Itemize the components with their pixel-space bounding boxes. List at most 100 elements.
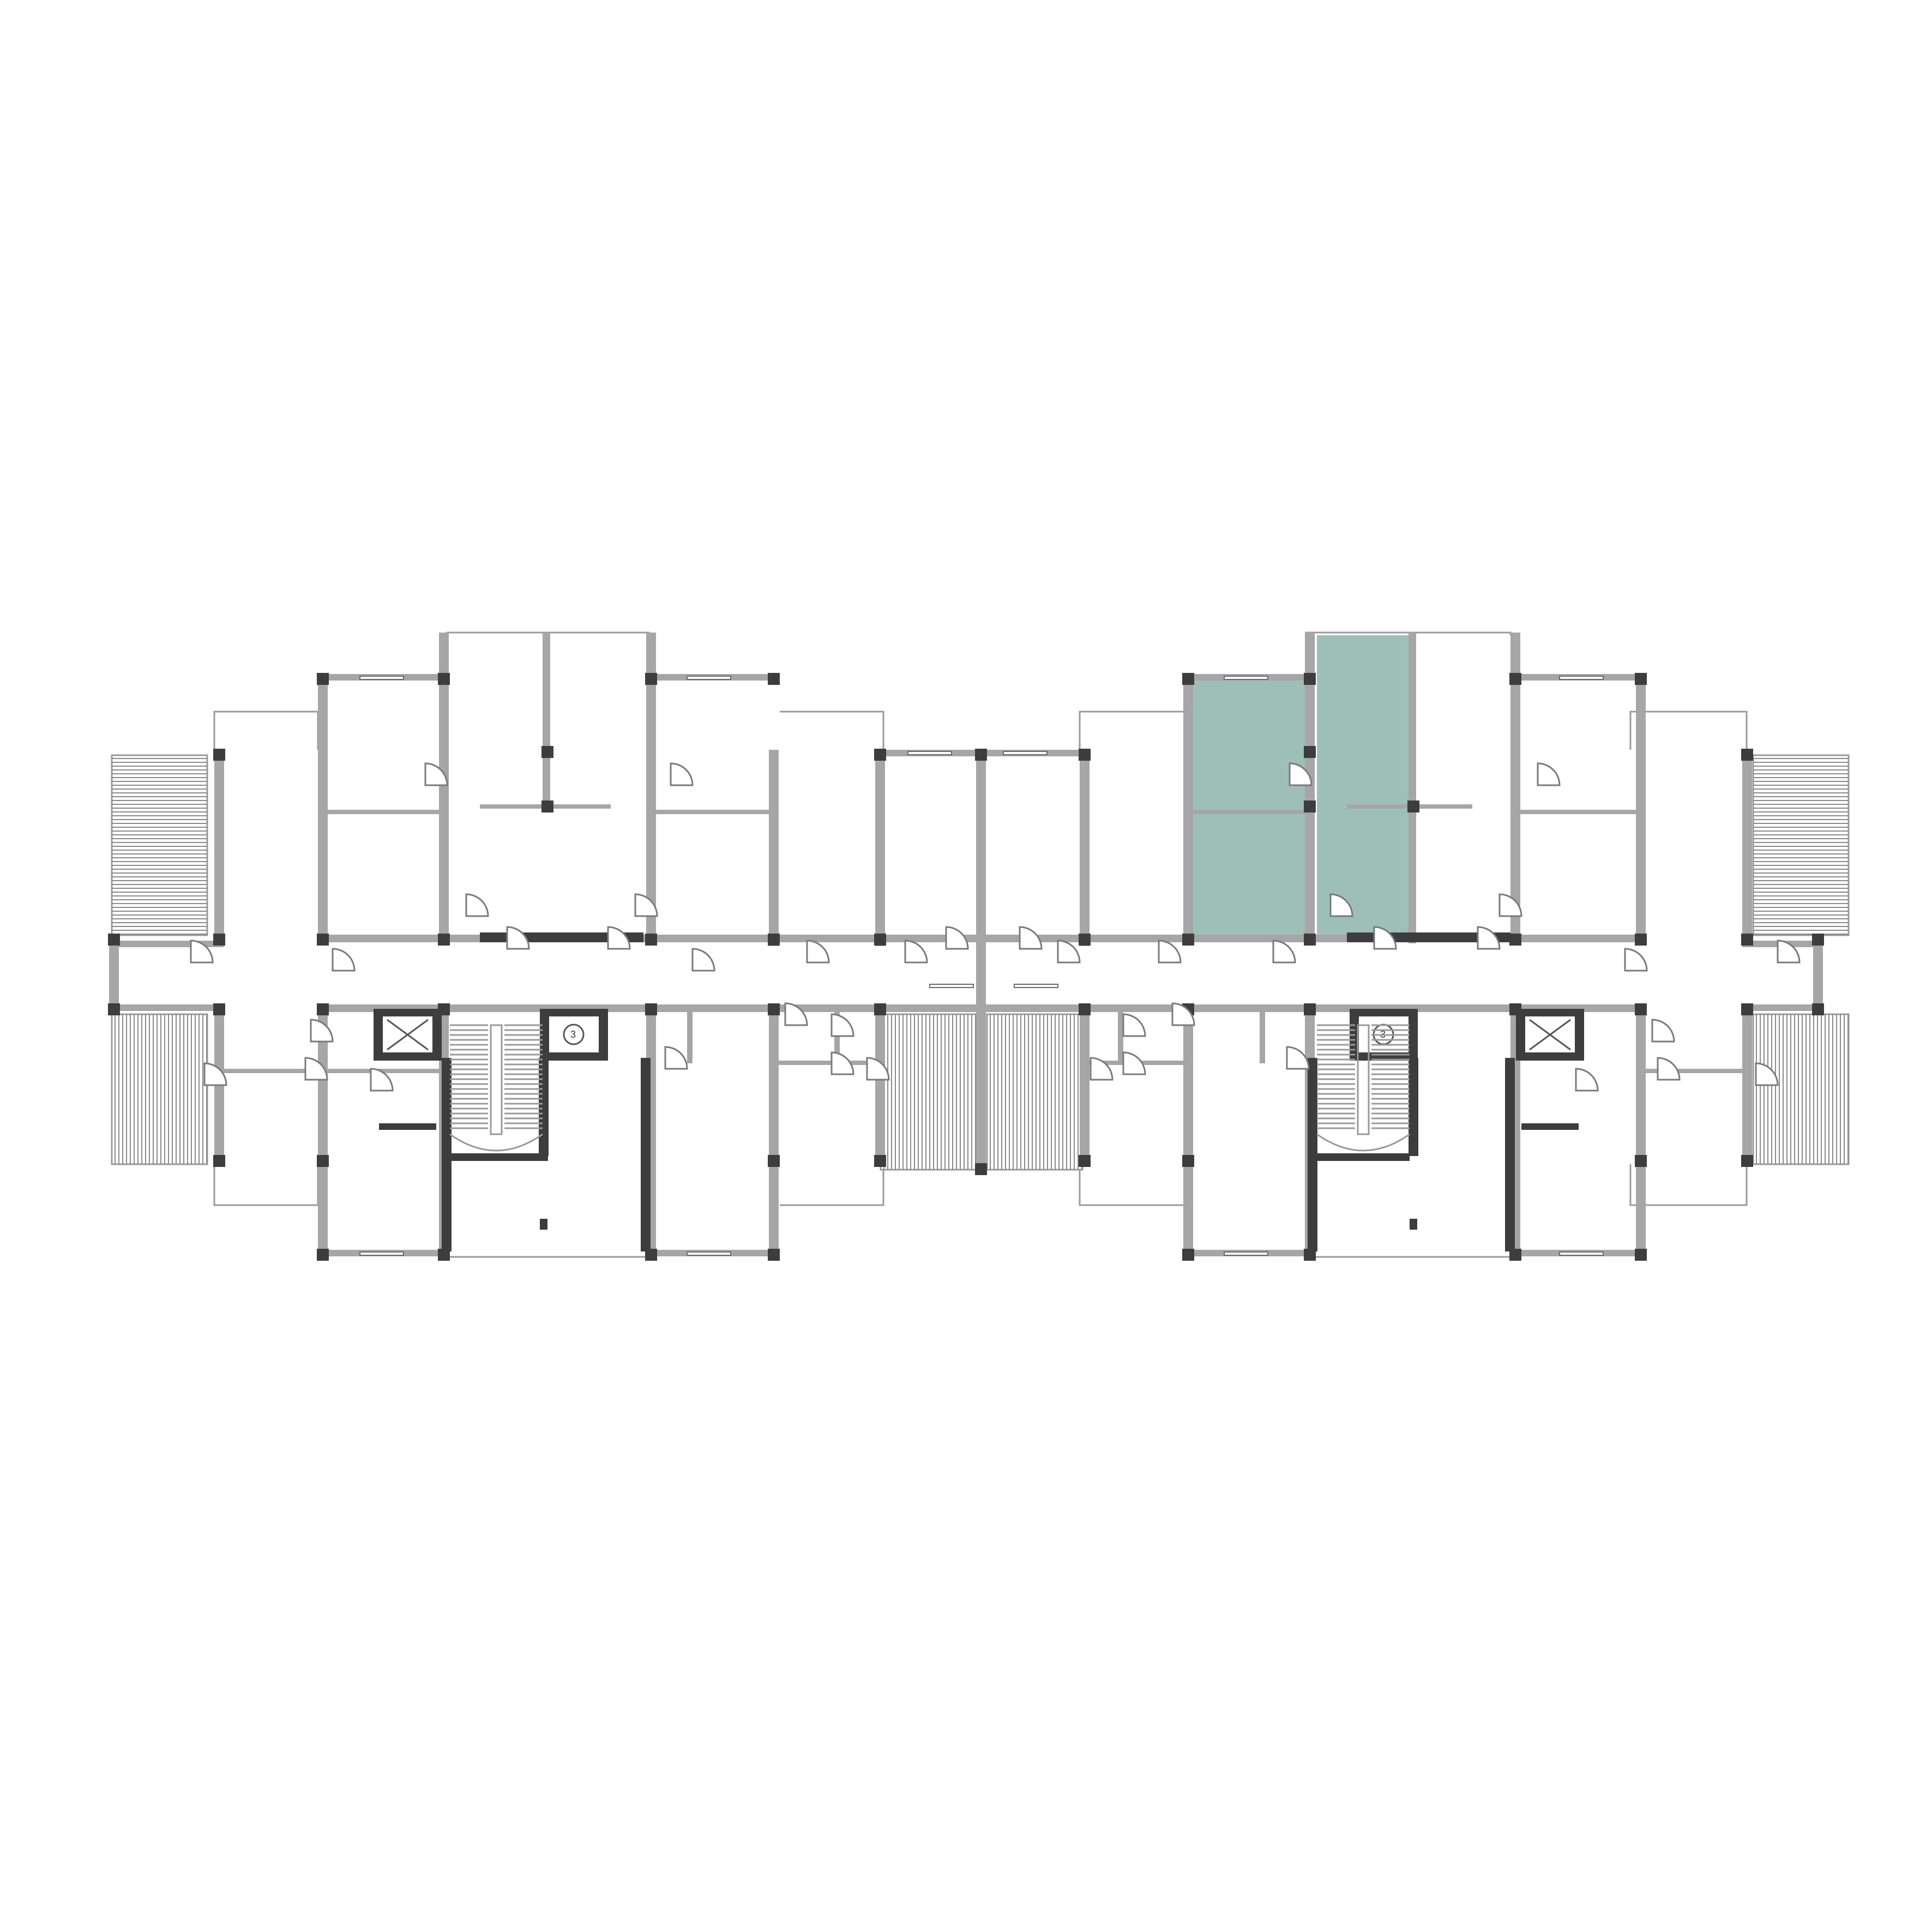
door-swing-icon — [1057, 940, 1081, 964]
door-swing-icon — [670, 762, 694, 786]
door-swing-icon — [1575, 1068, 1599, 1092]
column — [438, 934, 450, 946]
column — [541, 801, 553, 812]
door-swing-icon — [1272, 940, 1296, 964]
column — [1635, 1003, 1647, 1015]
stair-icon-right — [1316, 1024, 1410, 1152]
column — [1182, 1155, 1194, 1167]
door-swing-icon — [634, 893, 658, 917]
door-swing-icon — [304, 1057, 328, 1081]
column — [1079, 1003, 1091, 1015]
column — [1812, 1003, 1824, 1015]
column — [1079, 749, 1091, 761]
door-swing-icon — [945, 926, 969, 950]
column — [645, 934, 657, 946]
windows — [359, 676, 1604, 1256]
door-swing-icon — [1498, 893, 1522, 917]
column — [213, 1003, 225, 1015]
column — [108, 1003, 120, 1015]
elevator-left-b: 3 — [540, 1009, 608, 1061]
window — [359, 676, 404, 680]
column — [1741, 1003, 1753, 1015]
column — [438, 673, 450, 685]
column — [1741, 749, 1753, 761]
window — [907, 751, 952, 755]
window — [1559, 676, 1604, 680]
window — [359, 1251, 404, 1256]
door-swing-icon — [1019, 926, 1043, 950]
column — [874, 1155, 886, 1167]
column — [1741, 1155, 1753, 1167]
window — [1224, 676, 1268, 680]
highlighted-room-right — [1317, 635, 1410, 936]
column — [1079, 1155, 1091, 1167]
door-swing-icon — [1329, 893, 1353, 917]
column — [874, 934, 886, 946]
door-swing-icon — [370, 1068, 394, 1092]
column — [1304, 673, 1316, 685]
column — [108, 934, 120, 946]
left-end-hatch-bottom — [111, 1013, 208, 1165]
column — [1182, 673, 1194, 685]
column — [1635, 673, 1647, 685]
column — [874, 1003, 886, 1015]
column — [1509, 673, 1521, 685]
door-swing-icon — [1624, 948, 1648, 972]
door-swing-icon — [1122, 1013, 1146, 1037]
door-swing-icon — [1477, 926, 1501, 950]
window — [1224, 1251, 1268, 1256]
door-swing-icon — [424, 762, 448, 786]
door-swing-icon — [691, 948, 715, 972]
door-swing-icon — [830, 1013, 854, 1037]
column — [1182, 1249, 1194, 1261]
door-swing-icon — [1286, 1046, 1310, 1070]
door-swing-icon — [830, 1051, 854, 1075]
center-hatch-left — [880, 1013, 977, 1171]
highlighted-apartment[interactable] — [1187, 635, 1410, 936]
door-swing-icon — [506, 926, 530, 950]
stair-landing — [449, 1133, 543, 1152]
window — [1559, 1251, 1604, 1256]
door-swing-icon — [1090, 1057, 1114, 1081]
door-swing-icon — [1777, 940, 1801, 964]
column — [1635, 934, 1647, 946]
column — [645, 673, 657, 685]
center-hatch-right — [986, 1013, 1084, 1171]
column — [768, 1003, 780, 1015]
door-swing-icon — [607, 926, 631, 950]
right-end-hatch-bottom — [1752, 1013, 1850, 1165]
column — [213, 934, 225, 946]
column — [1079, 934, 1091, 946]
column — [975, 1163, 987, 1175]
column — [1812, 934, 1824, 946]
column — [1304, 746, 1316, 758]
door-swing-icon — [904, 940, 928, 964]
door-swing-icon — [866, 1057, 890, 1081]
stair-well — [1357, 1024, 1370, 1135]
column — [213, 749, 225, 761]
column — [1741, 934, 1753, 946]
column — [768, 1249, 780, 1261]
column — [1304, 801, 1316, 812]
door-swing-icon — [1537, 762, 1561, 786]
door-swing-icon — [1289, 762, 1313, 786]
door-swing-icon — [664, 1046, 688, 1070]
door-swing-icon — [310, 1019, 334, 1043]
window — [687, 676, 731, 680]
hatch-frame — [111, 754, 208, 936]
column — [317, 1003, 329, 1015]
elevator-left-a — [374, 1009, 442, 1061]
stair-landing — [1316, 1133, 1410, 1152]
column — [874, 749, 886, 761]
highlighted-room-left — [1187, 679, 1307, 936]
door-swing-icon — [203, 1062, 227, 1086]
column — [317, 1155, 329, 1167]
column — [645, 1249, 657, 1261]
window — [1014, 984, 1058, 988]
column — [541, 746, 553, 758]
column — [1304, 1003, 1316, 1015]
door-swing-icon — [190, 940, 214, 964]
column — [768, 934, 780, 946]
column — [1304, 934, 1316, 946]
